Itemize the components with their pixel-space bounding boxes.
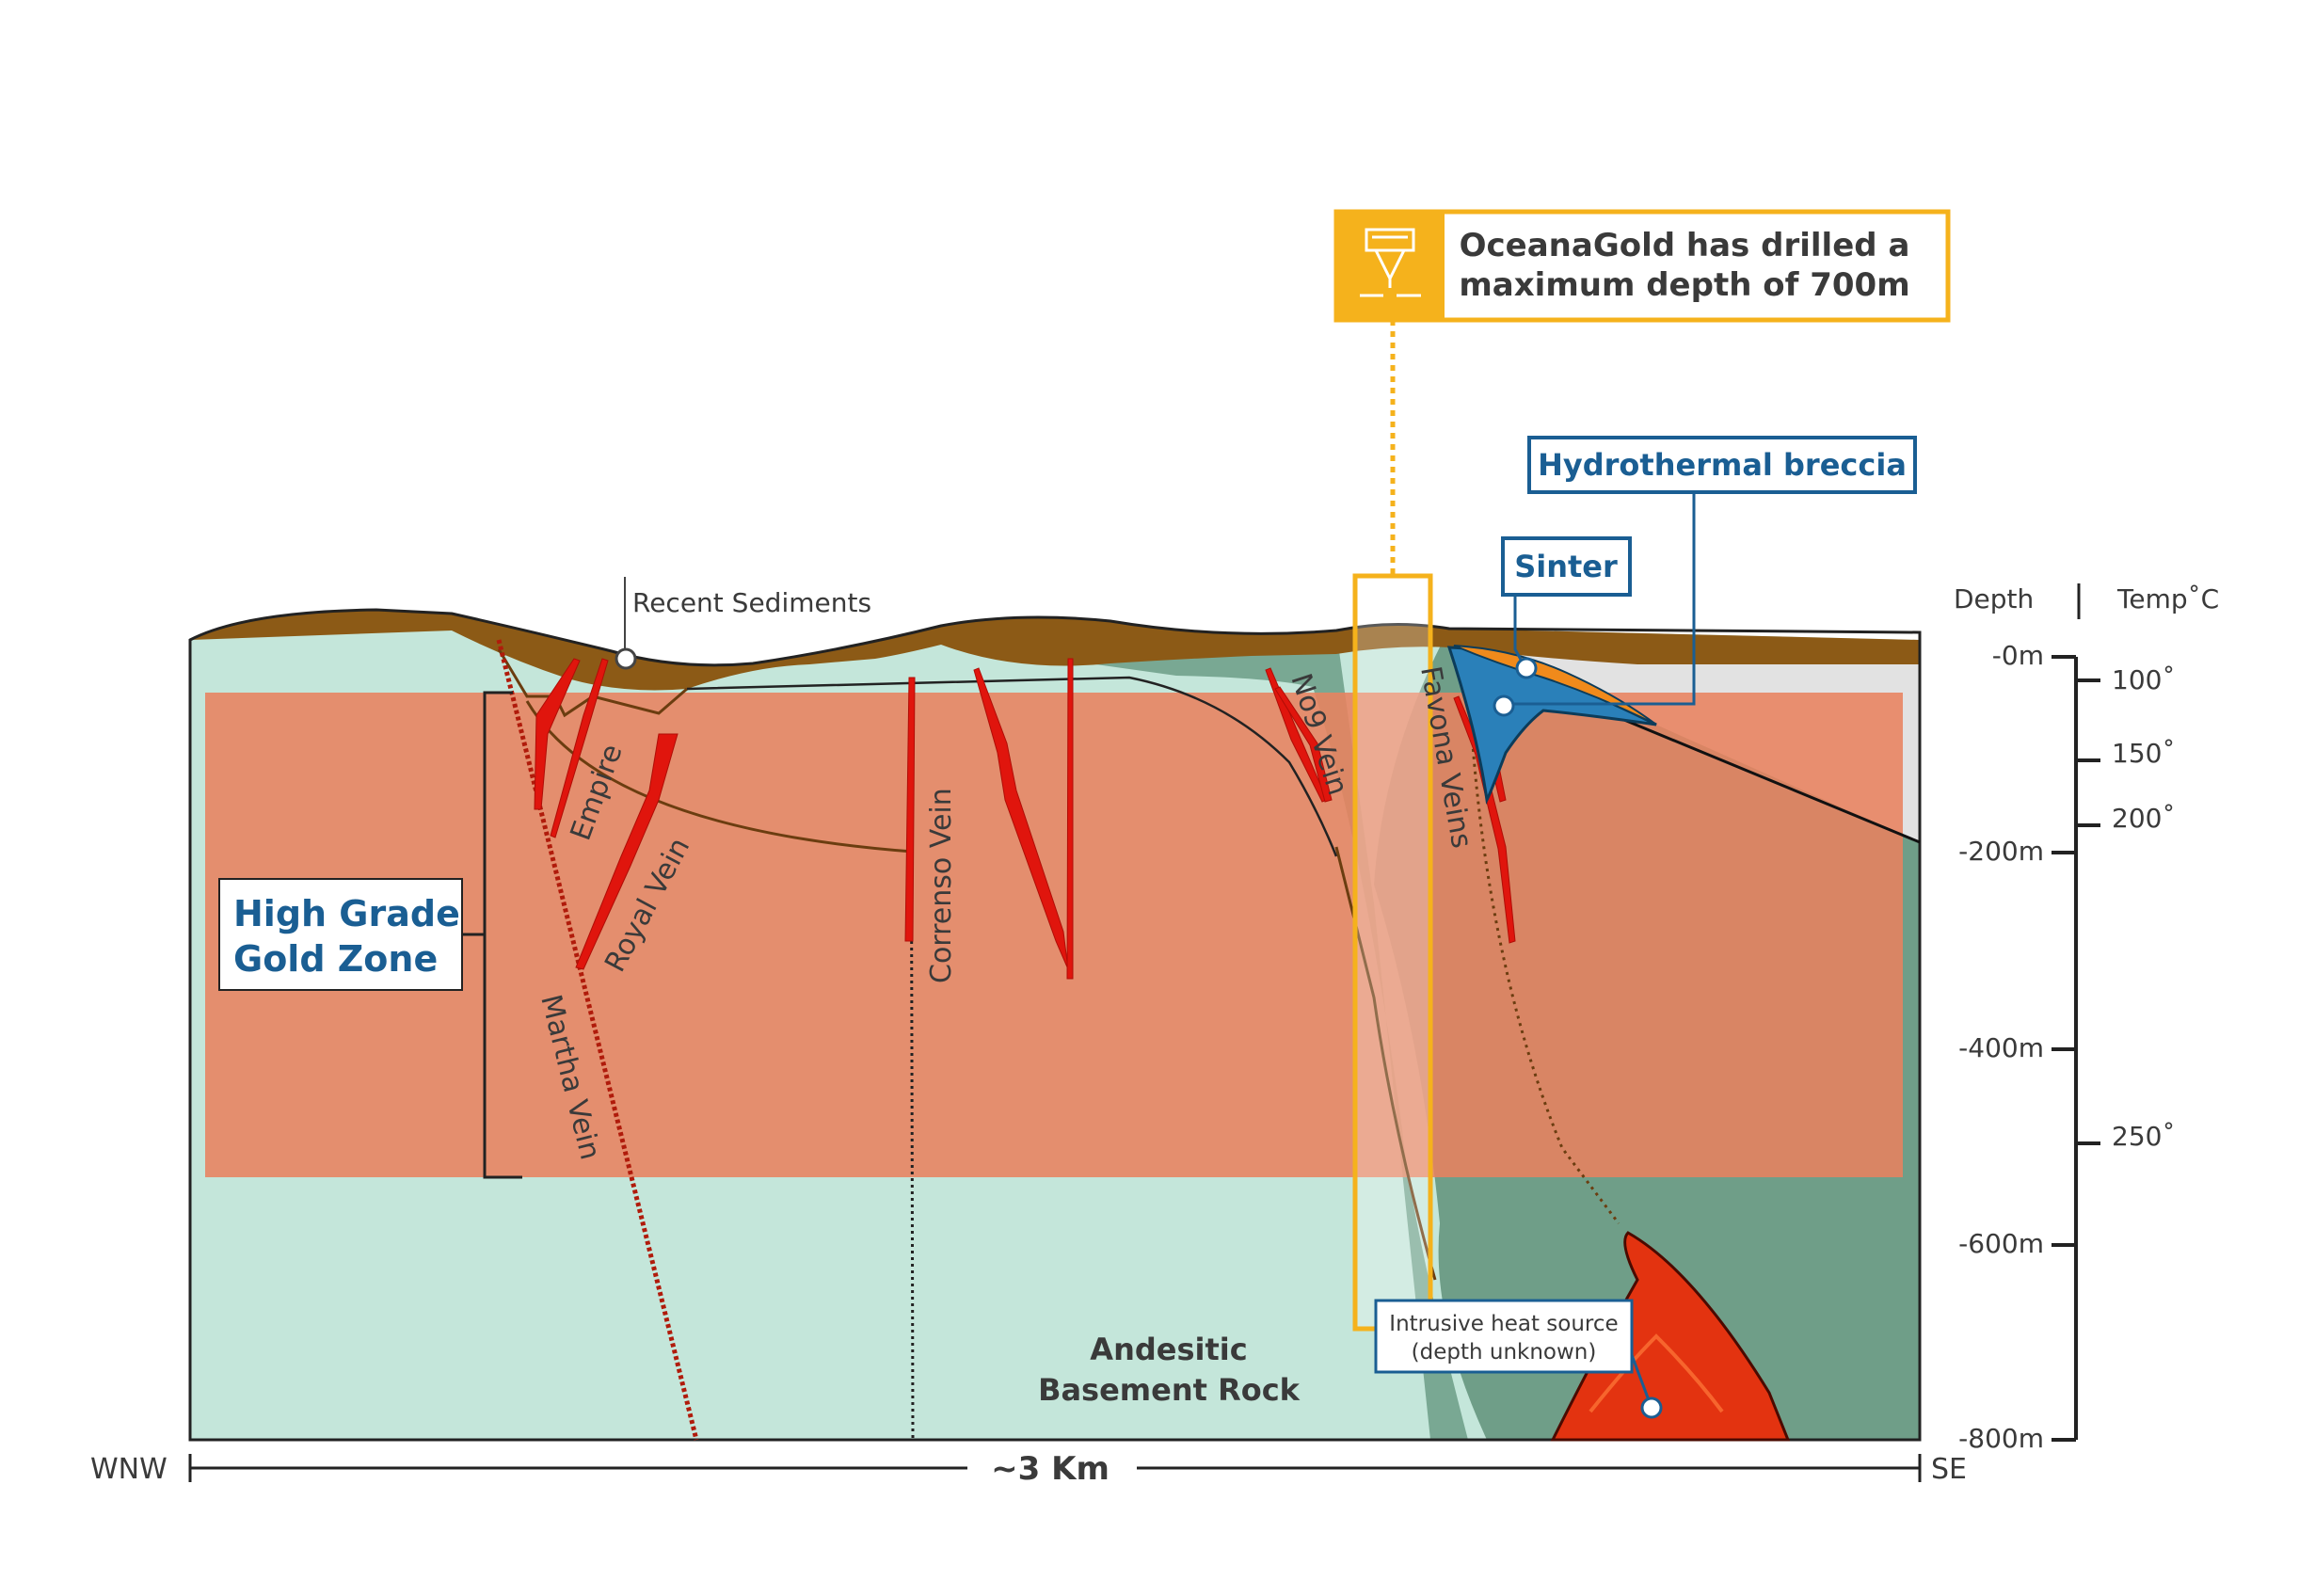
recent-sediments-label: Recent Sediments [632, 587, 871, 618]
temp-header: Temp˚C [2116, 583, 2219, 614]
depth-tick-0: -0m [1992, 640, 2044, 671]
depth-header: Depth [1954, 583, 2034, 614]
depth-tick-marks [2052, 657, 2076, 1440]
depth-tick-400: -400m [1958, 1032, 2044, 1063]
high-grade-label-line2: Gold Zone [233, 938, 438, 980]
sinter-label: Sinter [1514, 549, 1618, 584]
temp-tick-100: 100˚ [2112, 664, 2175, 695]
basement-label-line1: Andesitic [1090, 1332, 1247, 1367]
hydrothermal-breccia-label: Hydrothermal breccia [1538, 447, 1907, 483]
intrusive-label-line1: Intrusive heat source [1389, 1312, 1618, 1336]
axis-right-label: SE [1931, 1453, 1967, 1486]
recent-sediments-marker [616, 649, 635, 668]
axis-left-label: WNW [90, 1453, 168, 1486]
intrusive-label-line2: (depth unknown) [1412, 1340, 1597, 1365]
hydrothermal-breccia-marker [1494, 696, 1513, 715]
basement-label-line2: Basement Rock [1038, 1372, 1301, 1408]
axis-center-label: ~3 Km [991, 1450, 1110, 1488]
drill-callout-line2: maximum depth of 700m [1459, 266, 1909, 304]
temp-tick-250: 250˚ [2112, 1121, 2175, 1152]
intrusive-marker [1642, 1398, 1661, 1417]
temp-tick-marks [2076, 680, 2100, 1143]
sinter-marker [1517, 659, 1536, 678]
temp-tick-200: 200˚ [2112, 803, 2175, 834]
drill-icon-bg [1336, 212, 1445, 320]
high-grade-label-line1: High Grade [233, 893, 460, 934]
depth-tick-200: -200m [1958, 836, 2044, 867]
correnso-vein-label: Correnso Vein [925, 788, 958, 983]
temp-tick-150: 150˚ [2112, 738, 2175, 769]
drill-callout-line1: OceanaGold has drilled a [1460, 227, 1910, 264]
depth-tick-600: -600m [1958, 1228, 2044, 1259]
depth-tick-800: -800m [1958, 1423, 2044, 1454]
